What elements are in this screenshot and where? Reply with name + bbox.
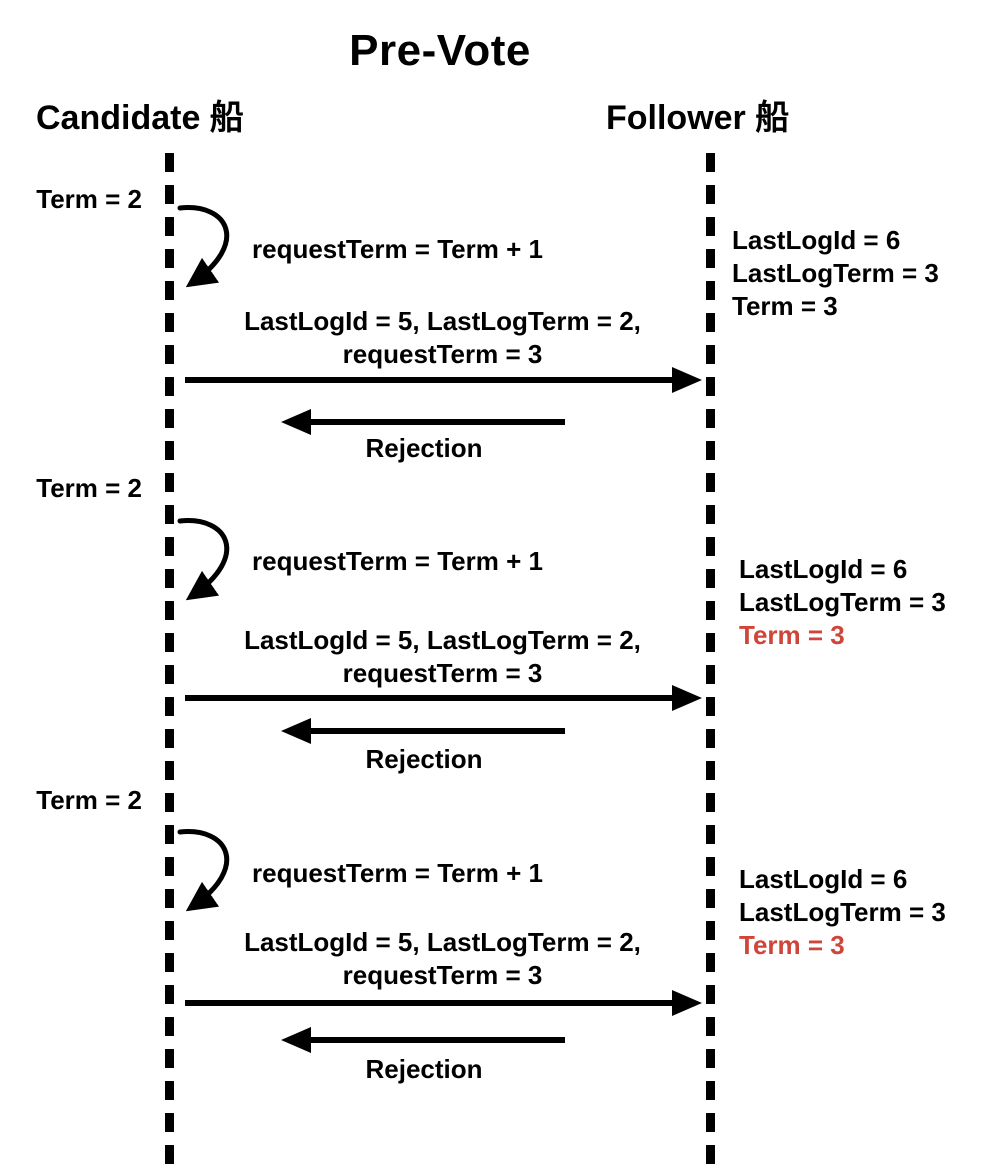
request-message-label: LastLogId = 5, LastLogTerm = 2, requestT… [185, 926, 700, 992]
candidate-term-label: Term = 2 [36, 785, 142, 815]
request-message-label: LastLogId = 5, LastLogTerm = 2, requestT… [185, 624, 700, 690]
request-message-label: LastLogId = 5, LastLogTerm = 2, requestT… [185, 305, 700, 371]
request-message-line1: LastLogId = 5, LastLogTerm = 2, [244, 625, 641, 655]
follower-state: LastLogId = 6 LastLogTerm = 3 Term = 3 [732, 224, 939, 323]
follower-term: Term = 3 [739, 930, 845, 960]
follower-last-log-id: LastLogId = 6 [739, 554, 908, 584]
request-arrow [185, 367, 702, 393]
self-message-label: requestTerm = Term + 1 [252, 234, 543, 264]
follower-last-log-term: LastLogTerm = 3 [732, 258, 939, 288]
arrowhead-right-icon [672, 367, 702, 393]
self-loop-arrow-icon [177, 518, 229, 601]
arrowhead-right-icon [672, 685, 702, 711]
response-label: Rejection [365, 1054, 483, 1084]
candidate-term-label: Term = 2 [36, 473, 142, 503]
response-arrow [281, 718, 565, 744]
diagram-title: Pre-Vote [349, 26, 531, 75]
request-arrow [185, 990, 702, 1016]
arrowhead-left-icon [281, 718, 311, 744]
request-message-line2: requestTerm = 3 [342, 339, 543, 369]
self-loop-arrow-icon [177, 205, 229, 288]
request-message-line1: LastLogId = 5, LastLogTerm = 2, [244, 306, 641, 336]
follower-term: Term = 3 [739, 620, 845, 650]
lane-header-follower: Follower 船 [606, 99, 790, 137]
arrowhead-right-icon [672, 990, 702, 1016]
follower-state: LastLogId = 6 LastLogTerm = 3 Term = 3 [739, 863, 946, 962]
self-message-label: requestTerm = Term + 1 [252, 546, 543, 576]
response-arrow [281, 409, 565, 435]
self-loop-arrow-icon [177, 829, 229, 912]
request-message-line1: LastLogId = 5, LastLogTerm = 2, [244, 927, 641, 957]
request-arrow [185, 685, 702, 711]
request-message-line2: requestTerm = 3 [342, 658, 543, 688]
follower-last-log-id: LastLogId = 6 [739, 864, 908, 894]
follower-last-log-term: LastLogTerm = 3 [739, 587, 946, 617]
response-arrow [281, 1027, 565, 1053]
lane-header-candidate: Candidate 船 [36, 99, 244, 137]
follower-lifeline [706, 153, 715, 1165]
follower-state: LastLogId = 6 LastLogTerm = 3 Term = 3 [739, 553, 946, 652]
candidate-term-label: Term = 2 [36, 184, 142, 214]
request-message-line2: requestTerm = 3 [342, 960, 543, 990]
response-label: Rejection [365, 744, 483, 774]
follower-last-log-term: LastLogTerm = 3 [739, 897, 946, 927]
follower-term: Term = 3 [732, 291, 838, 321]
self-message-label: requestTerm = Term + 1 [252, 858, 543, 888]
arrowhead-left-icon [281, 1027, 311, 1053]
candidate-lifeline [165, 153, 174, 1165]
response-label: Rejection [365, 433, 483, 463]
arrowhead-left-icon [281, 409, 311, 435]
follower-last-log-id: LastLogId = 6 [732, 225, 901, 255]
